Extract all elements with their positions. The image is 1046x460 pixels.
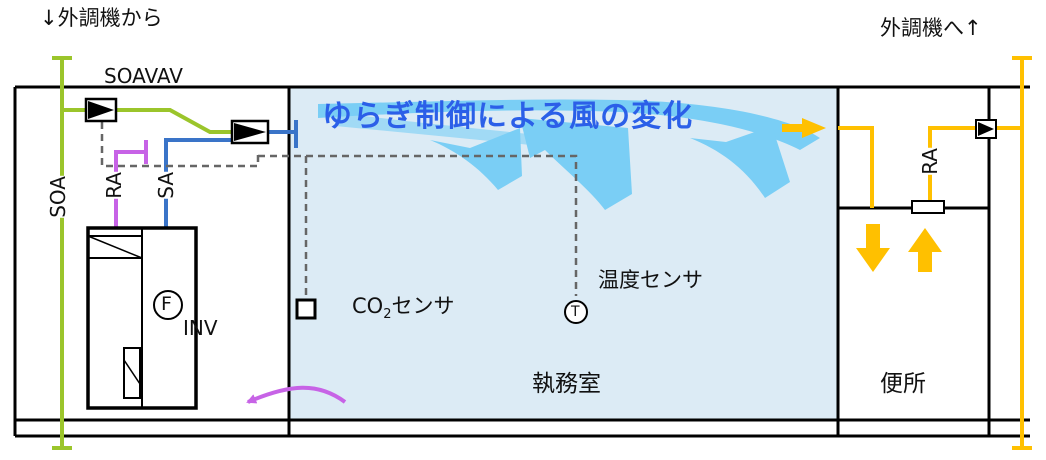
ra-label-left: RA: [102, 172, 126, 199]
ra-label-right: RA: [918, 148, 942, 175]
control-lines: [100, 110, 578, 298]
temp-sensor: [564, 300, 588, 324]
toilet-label: 便所: [880, 371, 926, 397]
to-outdoor-unit-label: 外調機へ↑: [880, 16, 982, 40]
fan-symbol: F: [161, 293, 172, 315]
soavav-damper: [84, 97, 118, 123]
return-duct-left: [114, 140, 148, 228]
building-outline: [13, 85, 1030, 438]
exhaust-flow-arrows: [782, 118, 942, 272]
toilet-grille: [911, 200, 945, 214]
soa-label: SOA: [46, 176, 70, 218]
temp-sensor-symbol: T: [571, 304, 580, 320]
exhaust-damper: [975, 119, 997, 139]
exhaust-duct: [838, 56, 1032, 450]
co2-sensor-label: CO2センサ: [352, 294, 455, 323]
diagram-title: ゆらぎ制御による風の変化: [322, 99, 694, 134]
sa-damper: [230, 119, 270, 145]
co2-sensor: [295, 298, 317, 320]
inv-label: INV: [183, 316, 218, 340]
return-flow-arrow: [246, 385, 347, 404]
air-handling-unit: [86, 226, 198, 410]
soavav-label: SOAVAV: [104, 64, 183, 88]
temp-sensor-label: 温度センサ: [598, 268, 703, 292]
from-outdoor-unit-label: ↓外調機から: [40, 6, 163, 30]
office-label: 執務室: [532, 371, 601, 397]
sa-label: SA: [154, 172, 178, 199]
